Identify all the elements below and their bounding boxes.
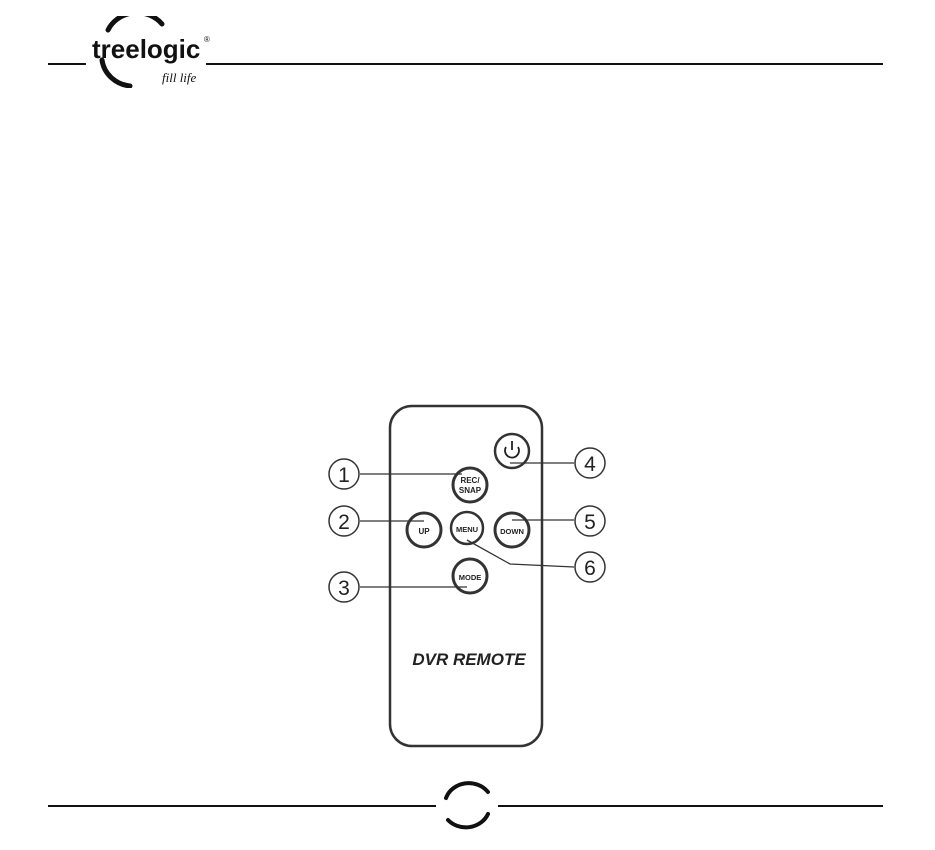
- up-label: UP: [418, 527, 430, 536]
- down-label: DOWN: [500, 527, 524, 536]
- callout-5: 5: [575, 506, 605, 536]
- mode-label: MODE: [459, 573, 482, 582]
- up-button: UP: [407, 513, 441, 547]
- mode-button: MODE: [453, 559, 487, 593]
- menu-button: MENU: [451, 512, 483, 544]
- page-badge-arc-bottom: [448, 814, 488, 827]
- page-badge-arc-top: [446, 783, 488, 798]
- callout-5-label: 5: [584, 511, 596, 534]
- callout-2: 2: [329, 506, 359, 536]
- callout-6-label: 6: [584, 557, 596, 580]
- remote-label: DVR REMOTE: [412, 650, 526, 669]
- rec-snap-label-line2: SNAP: [459, 486, 482, 495]
- rec-snap-label-line1: REC/: [460, 476, 480, 485]
- callout-3: 3: [329, 572, 359, 602]
- rec-snap-button: REC/ SNAP: [453, 468, 487, 502]
- callout-4-label: 4: [584, 453, 596, 476]
- down-button: DOWN: [495, 513, 529, 547]
- callout-2-label: 2: [338, 511, 350, 534]
- callout-1-label: 1: [338, 464, 350, 487]
- callout-1: 1: [329, 459, 359, 489]
- page-badge: [436, 776, 498, 836]
- menu-label: MENU: [456, 525, 478, 534]
- callout-6: 6: [575, 552, 605, 582]
- callout-3-label: 3: [338, 577, 350, 600]
- callout-4: 4: [575, 448, 605, 478]
